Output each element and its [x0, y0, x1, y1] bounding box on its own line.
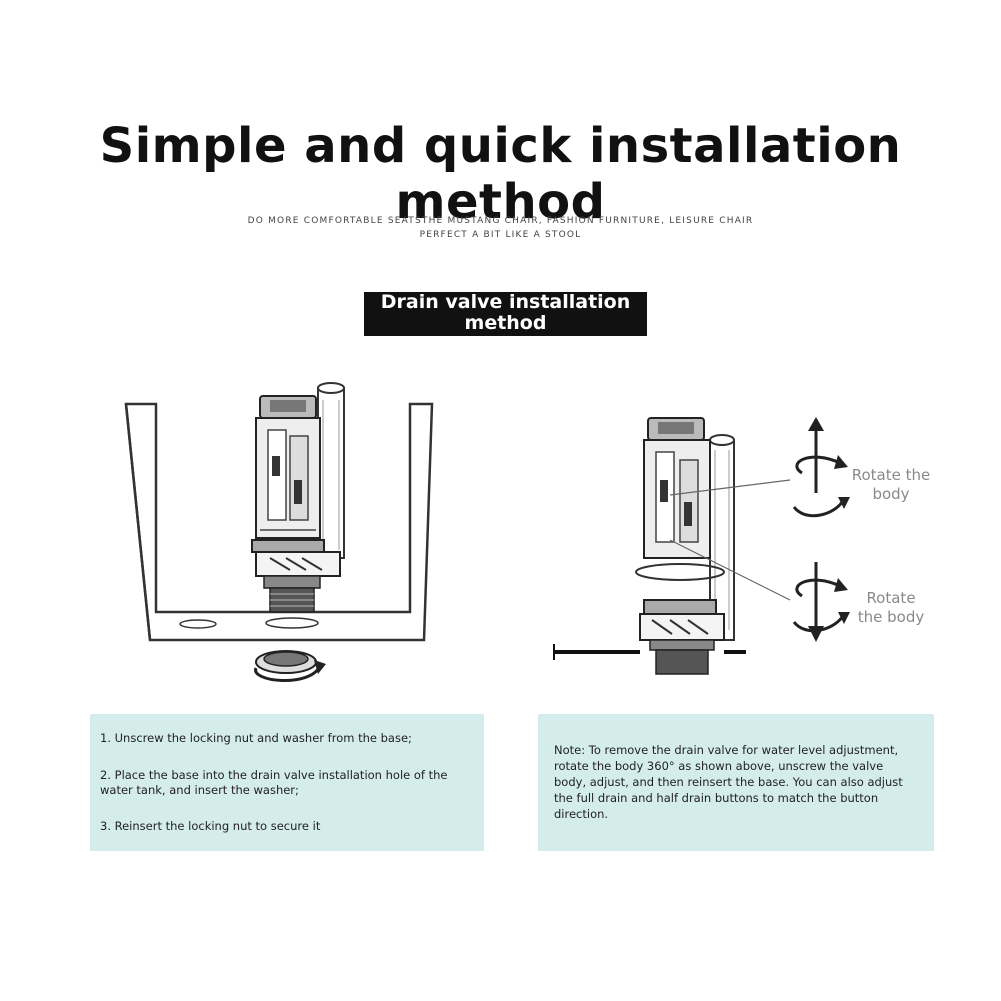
rotate-label-top-line-1: Rotate the [851, 466, 931, 484]
note-panel: Note: To remove the drain valve for wate… [538, 714, 934, 851]
section-badge: Drain valve installation method [364, 292, 647, 336]
steps-panel: 1. Unscrew the locking nut and washer fr… [90, 714, 484, 851]
step-3: 3. Reinsert the locking nut to secure it [100, 819, 321, 833]
rotate-label-bottom-line-2: the body [857, 608, 925, 626]
step-2: 2. Place the base into the drain valve i… [100, 768, 448, 797]
rotate-label-top: Rotate the body [848, 466, 934, 504]
subtitle-line-1: DO MORE COMFORTABLE SEATSTHE MUSTANG CHA… [247, 216, 754, 226]
rotate-arrow-icon [780, 556, 850, 666]
rotate-label-bottom-line-1: Rotate [866, 589, 916, 607]
valve-illustration [540, 390, 940, 690]
tank-illustration [110, 370, 470, 690]
rotate-label-top-line-2: body [872, 485, 910, 503]
rotate-label-bottom: Rotate the body [848, 589, 934, 627]
subtitle-line-2: PERFECT A BIT LIKE A STOOL [419, 230, 582, 240]
note-text: Note: To remove the drain valve for wate… [554, 743, 903, 821]
badge-line-1: Drain valve installation [380, 291, 631, 313]
badge-line-2: method [464, 312, 547, 334]
rotate-arrow-icon [780, 415, 850, 525]
step-1: 1. Unscrew the locking nut and washer fr… [100, 731, 412, 745]
page-title: Simple and quick installation method [99, 118, 902, 230]
